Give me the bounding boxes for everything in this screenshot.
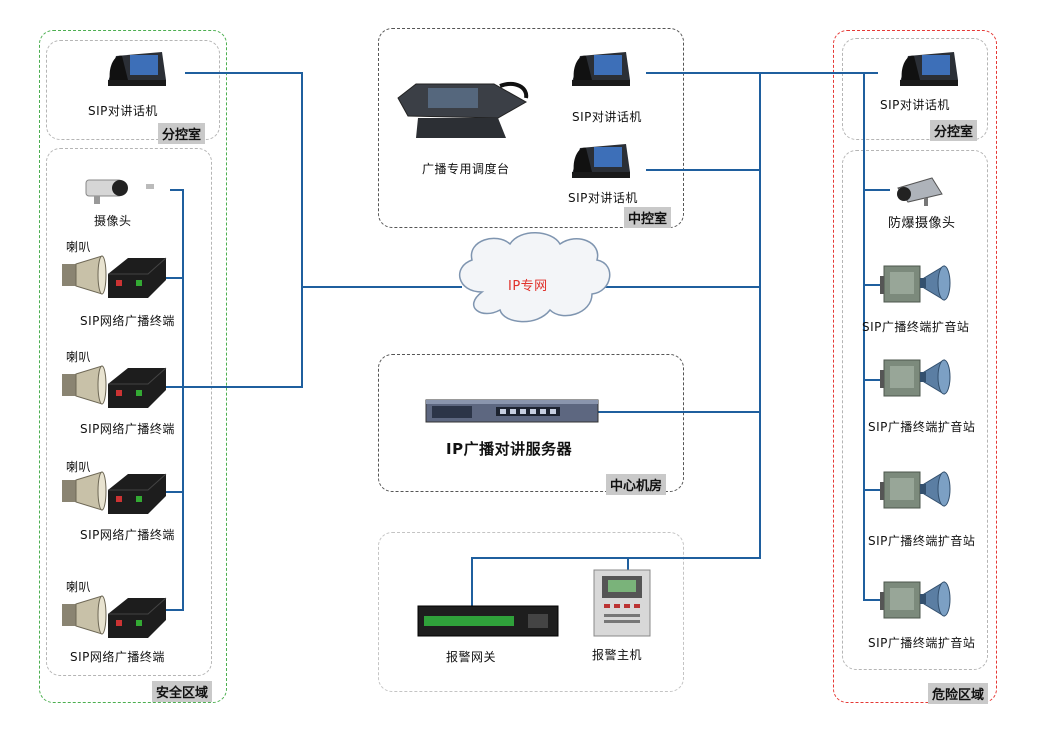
left-sip-phone-label: SIP对讲话机 (88, 104, 158, 118)
right-branch-tag: 分控室 (930, 120, 978, 141)
terminal-label-1: SIP网络广播终端 (80, 314, 175, 328)
alarm-host-label: 报警主机 (592, 648, 643, 662)
danger-area-tag: 危险区域 (928, 683, 989, 704)
center-control-zone (378, 28, 684, 228)
server-room-zone (378, 354, 684, 492)
terminal-label-3: SIP网络广播终端 (80, 528, 175, 542)
safe-area-tag: 安全区域 (152, 681, 213, 702)
right-field-zone (842, 150, 988, 670)
speaker-label-4: 喇叭 (66, 580, 92, 594)
left-branch-tag: 分控室 (158, 123, 206, 144)
camera-label: 摄像头 (94, 214, 132, 228)
center-sip-phone-label-2: SIP对讲话机 (568, 191, 638, 205)
alarm-zone (378, 532, 684, 692)
ip-network-label: IP专网 (508, 279, 548, 294)
danger-area-zone (833, 30, 997, 703)
left-field-zone (46, 148, 212, 676)
terminal-label-2: SIP网络广播终端 (80, 422, 175, 436)
speaker-label-1: 喇叭 (66, 240, 92, 254)
explosion-camera-label: 防爆摄像头 (888, 216, 956, 231)
speaker-label-2: 喇叭 (66, 350, 92, 364)
center-sip-phone-label-1: SIP对讲话机 (572, 110, 642, 124)
speaker-label-3: 喇叭 (66, 460, 92, 474)
amp-station-label-3: SIP广播终端扩音站 (868, 534, 976, 548)
amp-station-label-4: SIP广播终端扩音站 (868, 636, 976, 650)
terminal-label-4: SIP网络广播终端 (70, 650, 165, 664)
server-label: IP广播对讲服务器 (446, 440, 573, 458)
center-control-tag: 中控室 (624, 207, 672, 228)
amp-station-label-2: SIP广播终端扩音站 (868, 420, 976, 434)
alarm-gateway-label: 报警网关 (446, 650, 497, 664)
right-branch-zone (842, 38, 988, 140)
amp-station-label-1: SIP广播终端扩音站 (862, 320, 970, 334)
console-label: 广播专用调度台 (422, 162, 510, 176)
right-sip-phone-label: SIP对讲话机 (880, 98, 950, 112)
server-room-tag: 中心机房 (606, 474, 667, 495)
